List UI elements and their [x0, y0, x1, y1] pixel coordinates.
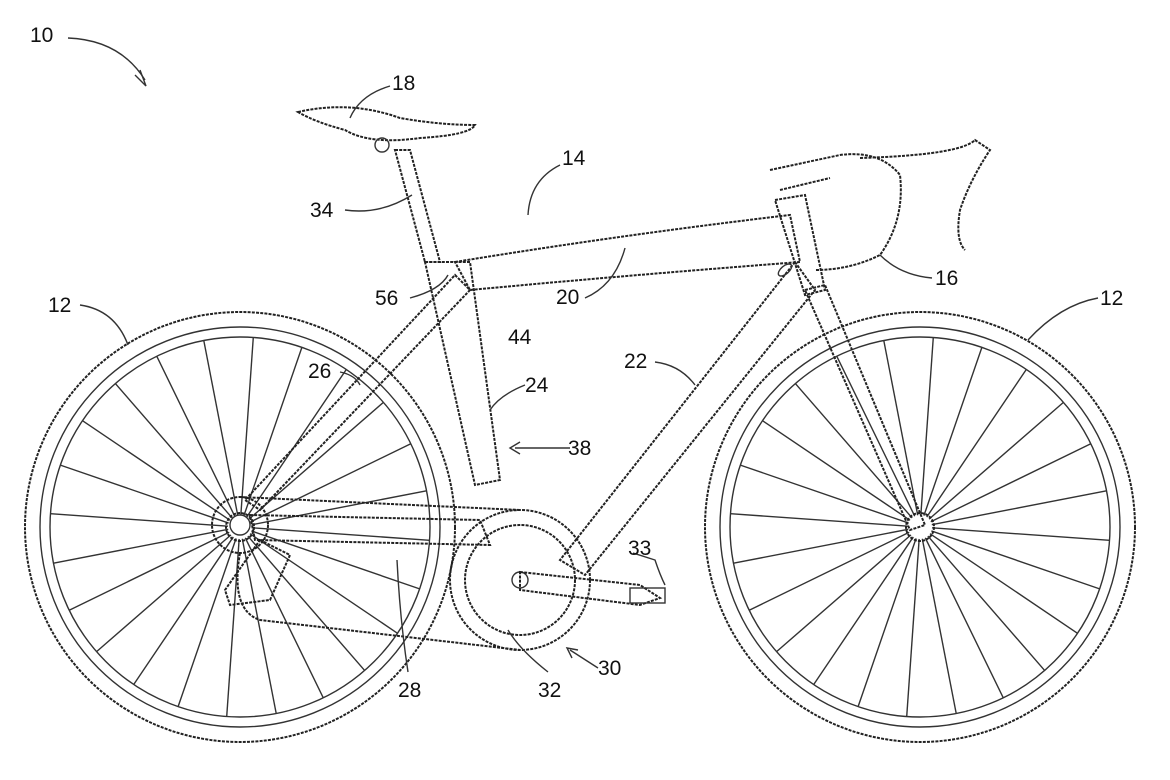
label-20: 20	[556, 286, 579, 309]
handlebar	[769, 138, 992, 271]
spoke	[177, 538, 237, 707]
spoke	[243, 347, 303, 516]
spoke	[251, 490, 427, 526]
spoke	[82, 420, 231, 521]
drivetrain	[211, 496, 666, 651]
down-tube	[558, 260, 817, 577]
spoke	[740, 464, 909, 524]
top-tube	[453, 213, 802, 292]
front-wheel	[704, 311, 1136, 743]
spoke	[53, 528, 229, 564]
spoke	[68, 531, 230, 611]
chain	[236, 496, 521, 651]
label-24: 24	[525, 374, 549, 397]
spoke	[247, 535, 366, 671]
rim	[719, 326, 1121, 728]
spoke	[114, 383, 233, 519]
spoke	[60, 464, 229, 524]
spoke	[250, 443, 412, 523]
label-26: 26	[308, 360, 331, 383]
label-12-front: 12	[1100, 287, 1123, 310]
spoke	[920, 337, 934, 516]
derailleur	[223, 538, 292, 607]
pedal	[629, 587, 666, 604]
spoke	[921, 538, 957, 714]
label-32: 32	[538, 679, 561, 702]
label-10: 10	[30, 24, 53, 47]
spoke	[244, 537, 324, 699]
spoke	[251, 527, 430, 541]
rim	[729, 336, 1111, 718]
spoke	[156, 355, 236, 517]
label-18: 18	[392, 72, 415, 95]
spoke	[730, 513, 909, 527]
label-33: 33	[628, 537, 651, 560]
spoke	[930, 443, 1092, 523]
spoke	[748, 531, 910, 611]
spoke	[776, 534, 912, 653]
spoke	[931, 490, 1107, 526]
label-44: 44	[508, 326, 532, 349]
spoke	[924, 537, 1004, 699]
rim	[39, 326, 441, 728]
spoke	[927, 535, 1046, 671]
spoke	[246, 369, 347, 518]
spoke	[923, 347, 983, 516]
spoke	[203, 340, 239, 516]
frame-badge	[777, 263, 793, 277]
label-28: 28	[398, 679, 421, 702]
spoke	[883, 340, 919, 516]
spoke	[733, 528, 909, 564]
hub	[905, 512, 935, 542]
spoke	[929, 533, 1078, 634]
frame	[243, 149, 927, 577]
spoke	[931, 530, 1100, 590]
hub	[225, 512, 255, 542]
spoke	[241, 538, 277, 714]
spoke	[857, 538, 917, 707]
fork	[803, 283, 927, 532]
spoke	[836, 355, 916, 517]
spoke	[96, 534, 232, 653]
label-16: 16	[935, 267, 958, 290]
label-56: 56	[375, 287, 398, 310]
spoke	[762, 420, 911, 521]
spoke	[240, 337, 254, 516]
tire	[704, 311, 1136, 743]
spoke	[794, 383, 913, 519]
label-22: 22	[624, 350, 647, 373]
label-30: 30	[598, 657, 621, 680]
leader-lines	[67, 37, 1099, 673]
spoke	[50, 513, 229, 527]
spoke	[133, 536, 234, 685]
spoke	[931, 527, 1110, 541]
saddle-clamp	[374, 137, 390, 153]
spoke	[813, 536, 914, 685]
tire	[24, 311, 456, 743]
spoke	[926, 369, 1027, 518]
seatpost	[393, 149, 442, 263]
spoke	[226, 538, 240, 717]
spoke	[248, 401, 384, 520]
chain-stay	[248, 513, 492, 547]
label-12-rear: 12	[48, 294, 71, 317]
label-34: 34	[310, 199, 334, 222]
rear-wheel	[24, 311, 456, 743]
label-14: 14	[562, 147, 586, 170]
saddle	[295, 106, 477, 142]
rim	[49, 336, 431, 718]
spoke	[906, 538, 920, 717]
seat-tube	[423, 261, 502, 487]
label-38: 38	[568, 437, 591, 460]
seat-stay	[243, 273, 472, 512]
head-tube	[773, 193, 827, 297]
spoke	[928, 401, 1064, 520]
spoke	[249, 533, 398, 634]
